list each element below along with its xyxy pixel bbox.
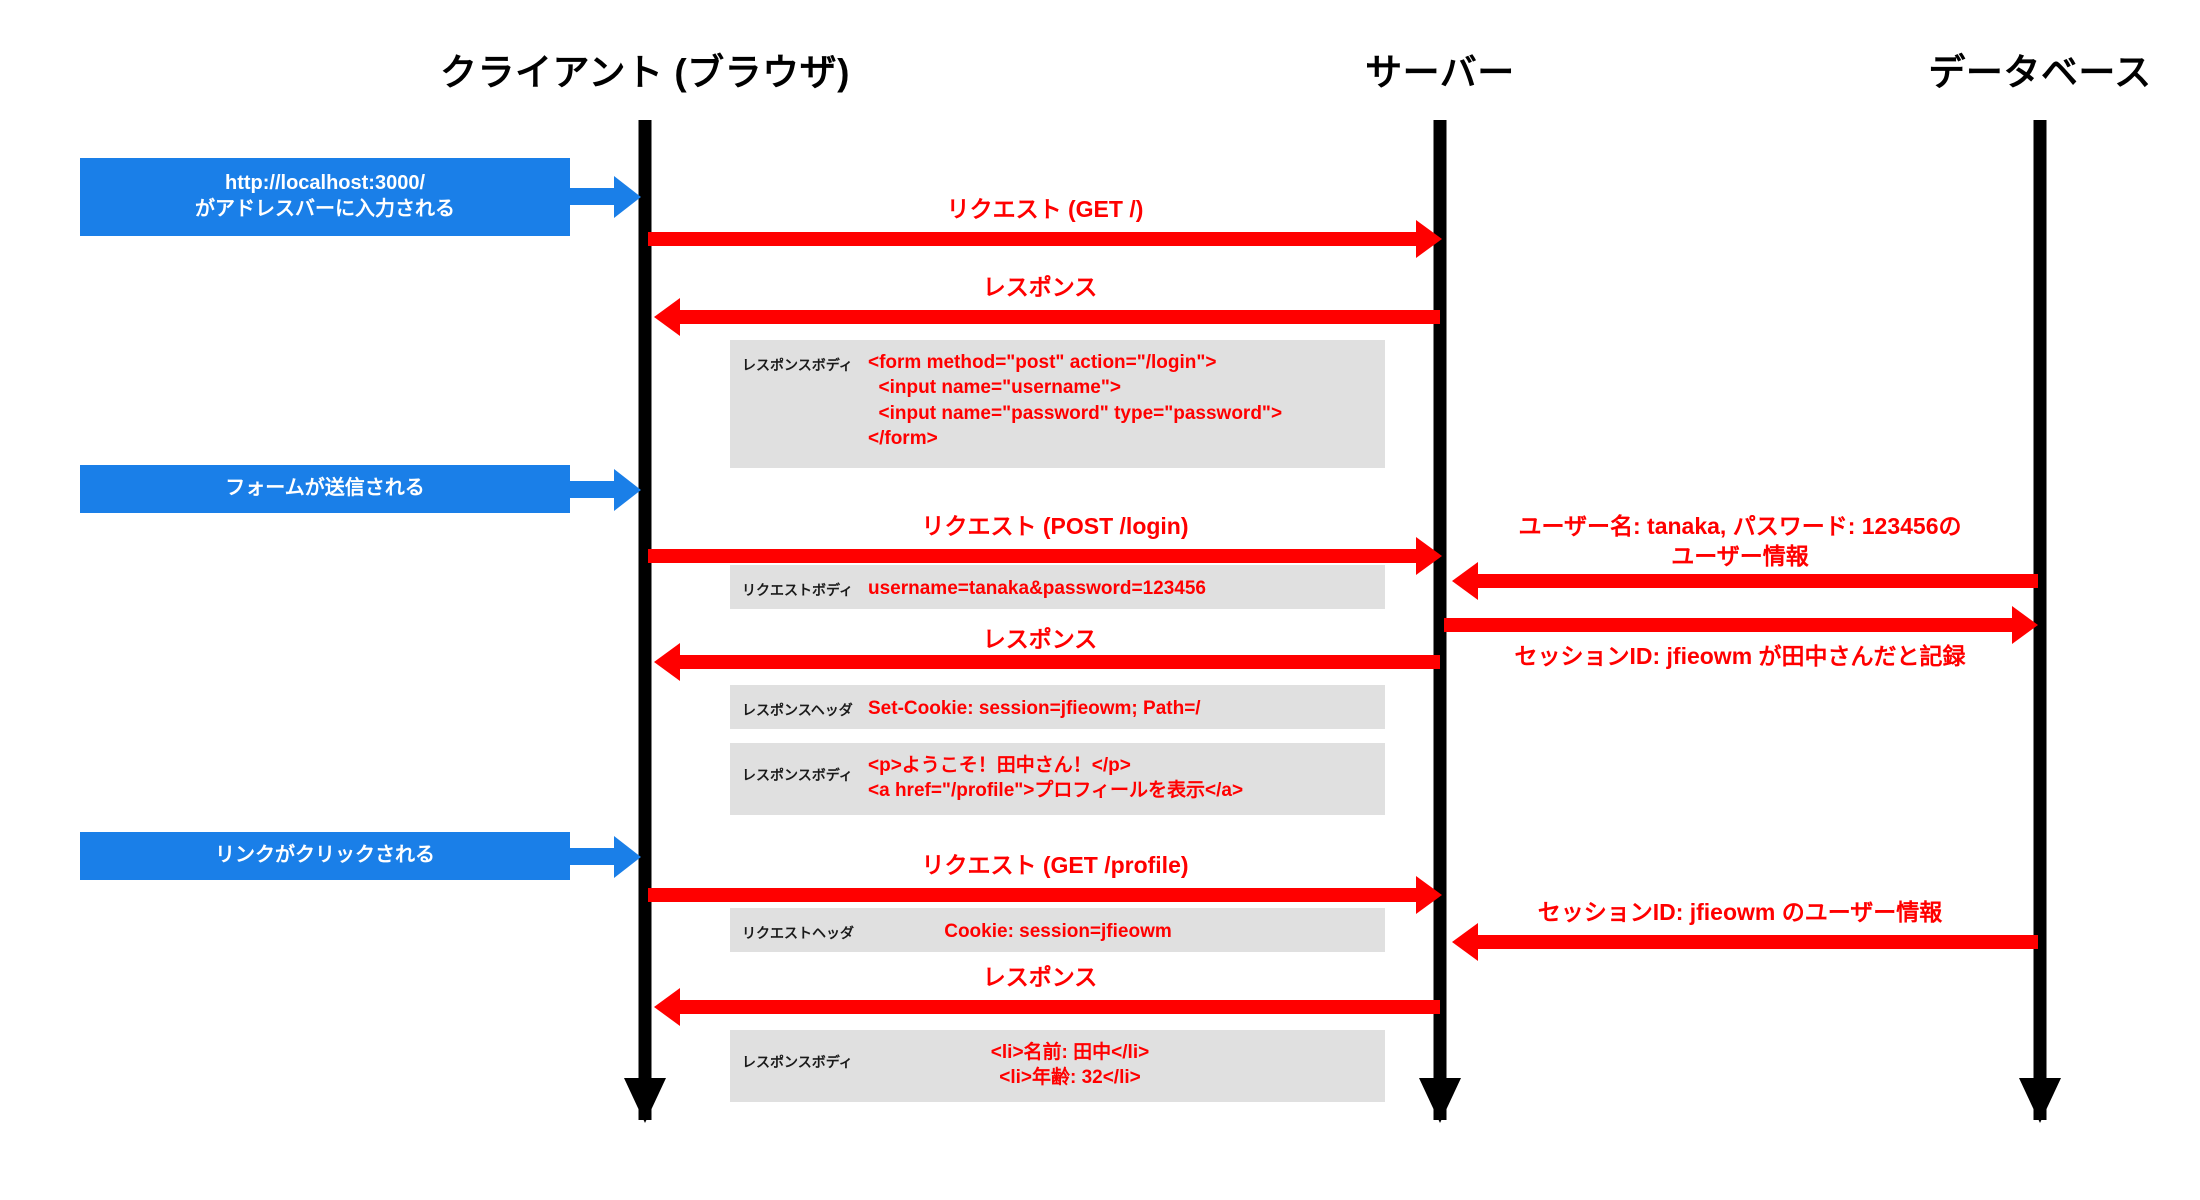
lifeline-end-arrow-database xyxy=(2019,1078,2061,1123)
payload-code-line: <form method="post" action="/login"> xyxy=(868,352,1217,373)
message-label-db-session-lookup: セッションID: jfieowm のユーザー情報 xyxy=(1537,899,1943,925)
message-label-db-store-session: セッションID: jfieowm が田中さんだと記録 xyxy=(1514,643,1966,669)
payload-tag-request-body-credentials: リクエストボディ xyxy=(742,582,854,598)
message-label-db-query-user-line1: ユーザー名: tanaka, パスワード: 123456の xyxy=(1518,513,1962,539)
actor-event-url-entered-line1: http://localhost:3000/ xyxy=(224,172,426,195)
payload-code-response-body-profile: <li>名前: 田中</li> <li>年齢: 32</li> xyxy=(991,1040,1149,1091)
participant-title-server: サーバー xyxy=(1365,52,1515,93)
payload-code-line: <li>年齢: 32</li> xyxy=(999,1067,1141,1089)
message-shaft-req-get-profile xyxy=(648,888,1420,902)
payload-code-line: <input name="username"> xyxy=(868,377,1121,399)
message-arrowhead-db-store-session xyxy=(2012,606,2038,644)
payload-code-line: <li>名前: 田中</li> xyxy=(990,1042,1150,1063)
message-shaft-db-store-session xyxy=(1444,618,2014,632)
payload-code-response-header-set-cookie: Set-Cookie: session=jfieowm; Path=/ xyxy=(868,698,1201,719)
actor-arrow-head-form-submitted xyxy=(614,469,641,511)
actor-event-url-entered[interactable]: http://localhost:3000/ がアドレスバーに入力される xyxy=(80,158,570,236)
actor-event-form-submitted-line1: フォームが送信される xyxy=(225,477,425,500)
payload-tag-request-header-cookie: リクエストヘッダ xyxy=(742,925,854,941)
payload-code-response-body-login-form: <form method="post" action="/login"> <in… xyxy=(868,350,1282,451)
lifeline-server xyxy=(1433,120,1447,1120)
message-label-req-post-login: リクエスト (POST /login) xyxy=(921,513,1189,539)
message-arrowhead-res-profile xyxy=(654,988,680,1026)
lifeline-database xyxy=(2033,120,2047,1120)
message-label-res-profile: レスポンス xyxy=(982,964,1098,990)
payload-box-request-body-credentials xyxy=(730,565,1385,609)
message-shaft-res-root xyxy=(680,310,1440,324)
participant-title-database: データベース xyxy=(1928,52,2152,93)
payload-tag-response-body-profile: レスポンスボディ xyxy=(742,1054,853,1070)
message-arrowhead-res-root xyxy=(654,298,680,336)
payload-code-line: </form> xyxy=(868,427,938,449)
message-shaft-res-login xyxy=(680,655,1440,669)
actor-event-url-entered-line2: がアドレスバーに入力される xyxy=(195,198,455,220)
actor-event-link-clicked[interactable]: リンクがクリックされる xyxy=(80,832,570,880)
message-arrowhead-db-session-lookup xyxy=(1452,923,1478,961)
payload-code-line: <p>ようこそ！田中さん！</p> xyxy=(868,755,1131,776)
message-shaft-req-get-root xyxy=(648,232,1420,246)
payload-code-response-body-welcome: <p>ようこそ！田中さん！</p> <a href="/profile">プロフィ… xyxy=(868,753,1243,804)
message-shaft-db-session-lookup xyxy=(1478,935,2038,949)
payload-box-request-header-cookie xyxy=(730,908,1385,952)
payload-box-response-body-welcome xyxy=(730,743,1385,815)
message-label-db-query-user-line2: ユーザー情報 xyxy=(1671,542,1809,569)
message-arrowhead-req-get-profile xyxy=(1416,876,1442,914)
payload-box-response-body-login-form xyxy=(730,340,1385,468)
payload-box-response-header-set-cookie xyxy=(730,685,1385,729)
payload-code-request-body-credentials: username=tanaka&password=123456 xyxy=(868,578,1206,599)
message-label-req-get-profile: リクエスト (GET /profile) xyxy=(921,852,1189,878)
payload-code-line: <input name="password" type="password"> xyxy=(868,402,1283,424)
actor-arrow-shaft-link-clicked xyxy=(570,848,620,865)
message-label-res-login: レスポンス xyxy=(982,626,1098,652)
message-arrowhead-res-login xyxy=(654,643,680,681)
actor-event-form-submitted[interactable]: フォームが送信される xyxy=(80,465,570,513)
message-shaft-req-post-login xyxy=(648,549,1420,563)
lifeline-client xyxy=(638,120,652,1120)
message-label-req-get-root: リクエスト (GET /) xyxy=(946,196,1144,222)
payload-code-line: <a href="/profile">プロフィールを表示</a> xyxy=(868,780,1244,802)
lifeline-end-arrow-client xyxy=(624,1078,666,1123)
actor-arrow-shaft-form-submitted xyxy=(570,481,620,498)
actor-arrow-head-link-clicked xyxy=(614,836,641,878)
actor-event-link-clicked-line1: リンクがクリックされる xyxy=(215,844,435,867)
payload-tag-response-body-welcome: レスポンスボディ xyxy=(742,767,853,783)
message-label-res-root: レスポンス xyxy=(982,274,1098,300)
payload-tag-response-header-set-cookie: レスポンスヘッダ xyxy=(742,702,853,718)
actor-arrow-shaft-url-entered xyxy=(570,188,620,205)
message-arrowhead-req-post-login xyxy=(1416,537,1442,575)
payload-box-response-body-profile xyxy=(730,1030,1385,1102)
actor-arrow-head-url-entered xyxy=(614,176,641,218)
message-arrowhead-db-query-user xyxy=(1452,562,1478,600)
message-shaft-res-profile xyxy=(680,1000,1440,1014)
payload-tag-response-body-login-form: レスポンスボディ xyxy=(742,357,853,373)
lifeline-end-arrow-server xyxy=(1419,1078,1461,1123)
participant-title-client: クライアント (ブラウザ) xyxy=(440,52,850,93)
message-label-db-query-user: ユーザー名: tanaka, パスワード: 123456のユーザー情報 xyxy=(1460,512,2020,572)
message-arrowhead-req-get-root xyxy=(1416,220,1442,258)
message-shaft-db-query-user xyxy=(1478,574,2038,588)
payload-code-request-header-cookie: Cookie: session=jfieowm xyxy=(944,921,1172,942)
